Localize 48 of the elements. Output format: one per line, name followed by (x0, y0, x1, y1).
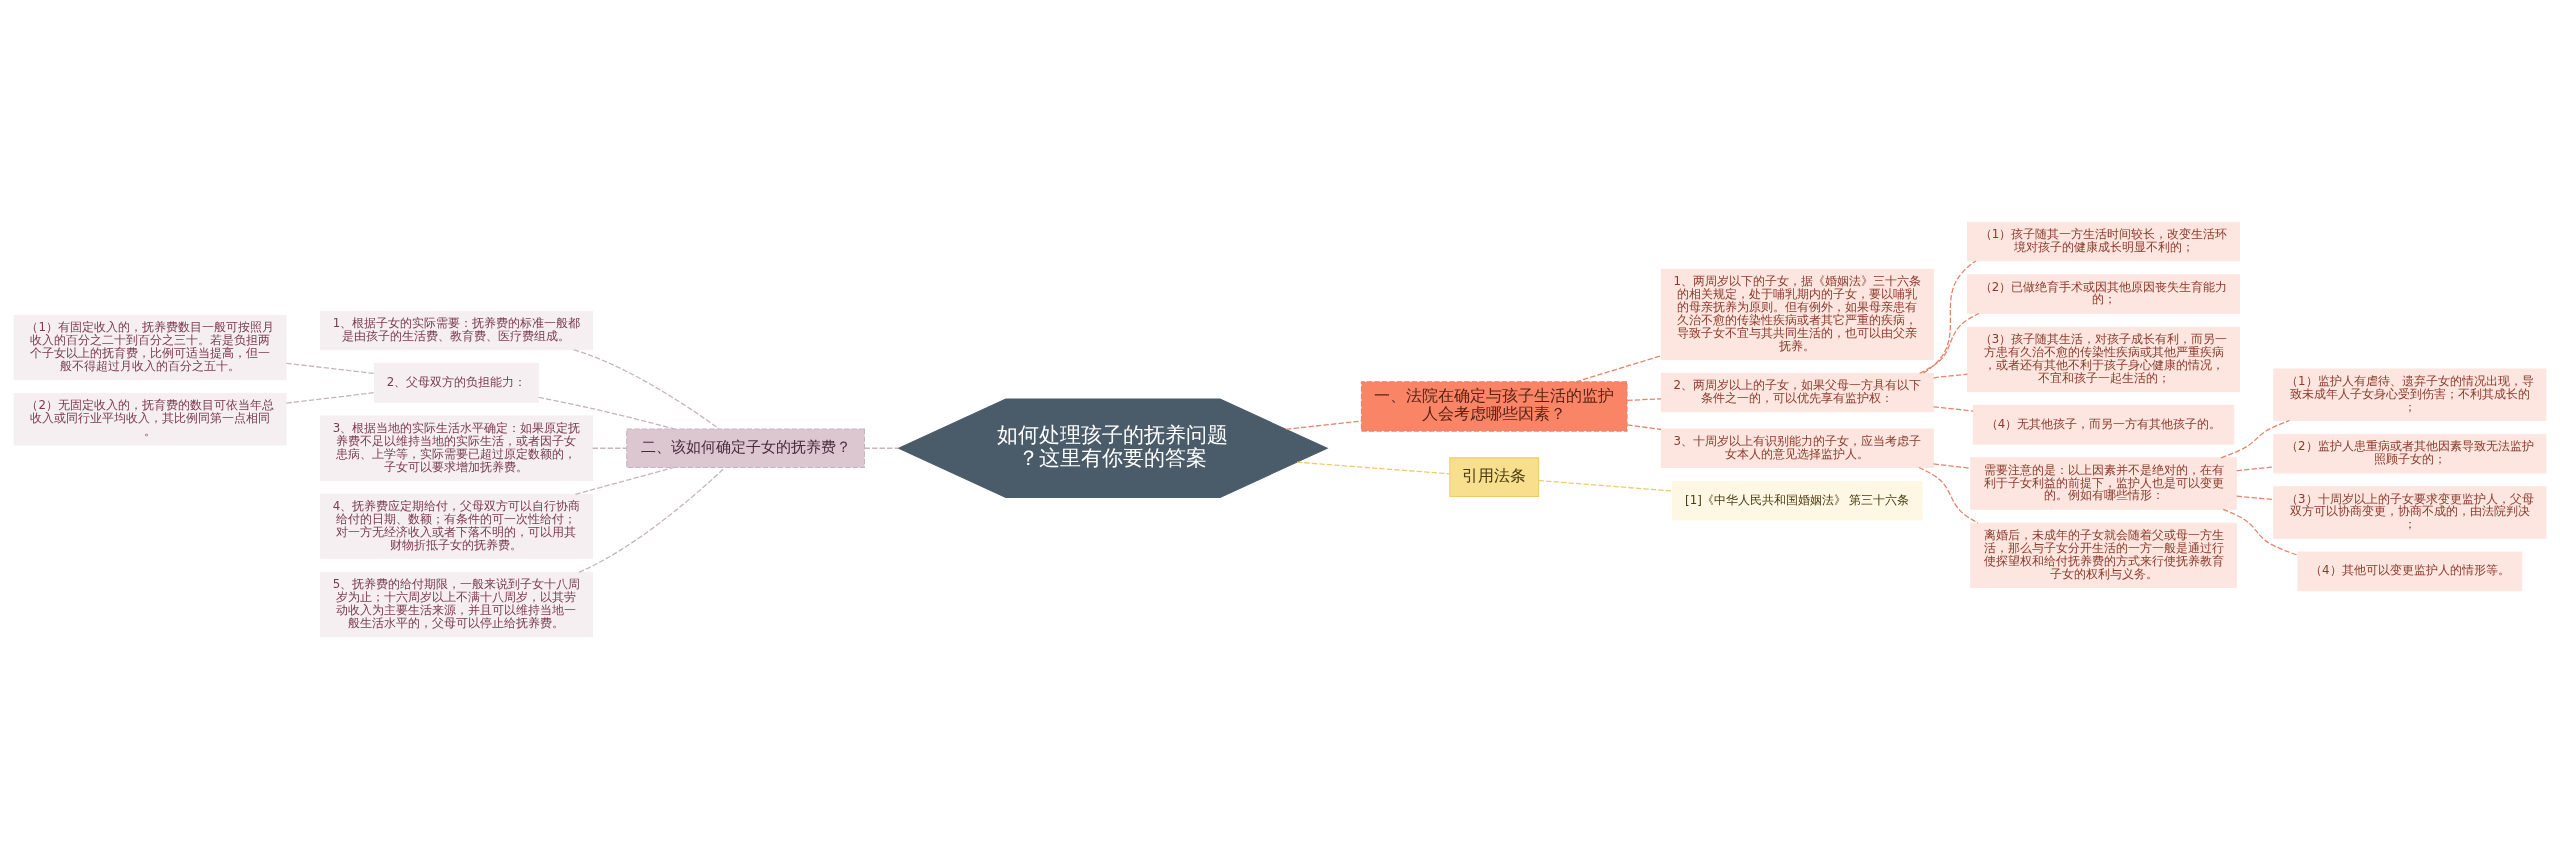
node-box: （3）十周岁以上的子女要求变更监护人，父母双方可以协商变更，协商不成的，由法院判决； (2273, 485, 2547, 539)
node-box: （2）已做绝育手术或因其他原因丧失生育能力的； (1967, 273, 2241, 314)
connector (2236, 495, 2275, 500)
connector (1932, 372, 1969, 378)
node-box: （1）孩子随其一方生活时间较长，改变生活环境对孩子的健康成长明显不利的； (1967, 221, 2241, 261)
connector (1285, 419, 1362, 430)
node-box: （4）其他可以变更监护人的情形等。 (2297, 551, 2523, 591)
node-box: 一、法院在确定与孩子生活的监护人会考虑哪些因素？ (1360, 380, 1628, 432)
node-box: 1、两周岁以下的子女，据《婚姻法》三十六条的相关规定，处于哺乳期内的子女，要以哺乳的母亲抚养为原则。但有例外，如果母亲患有久治不愈的传染性疾病或者其它严重的疾病，导致子女不宜与其共同生活的，也可以由父亲抚养。 (1660, 268, 1934, 360)
node-box: 二、该如何确定子女的抚养费？ (626, 427, 865, 468)
connector (574, 466, 675, 495)
node-box: 4、抚养费应定期给付，父母双方可以自行协商给付的日期、数额；有条件的可一次性给付；对一方无经济收入或者下落不明的，可以用其财物折抵子女的抚养费。 (319, 493, 593, 559)
node-box: 引用法条 (1449, 456, 1540, 497)
node-box: 2、父母双方的负担能力： (374, 362, 539, 403)
node-box: （3）孩子随其生活，对孩子成长有利，而另一方患有久治不愈的传染性疾病或其他严重疾病，或者还有其他不利于孩子身心健康的情况，不宜和孩子一起生活的； (1967, 326, 2241, 392)
connector (864, 447, 900, 449)
connector (1932, 405, 1974, 412)
connector (2222, 508, 2299, 556)
connector (1922, 259, 1977, 374)
node-box: 1、根据子女的实际需要：抚养费的标准一般都是由孩子的生活费、教育费、医疗费组成。 (319, 310, 593, 350)
node-box: （1）有固定收入的，抚养费数目一般可按照月收入的百分之二十到百分之三十。若是负担两个子女以上的抚育费，比例可适当提高，但一般不得超过月收入的百分之五十。 (13, 314, 287, 380)
node-box: [1]《中华人民共和国婚姻法》 第三十六条 (1672, 480, 1923, 521)
node-box: （4）无其他孩子，而另一方有其他孩子的。 (1972, 404, 2235, 444)
node-box: 3、根据当地的实际生活水平确定：如果原定抚养费不足以维持当地的实际生活，或者因子女患病、上学等，实际需要已超过原定数额的，子女可以要求增加抚养费。 (319, 415, 593, 481)
connector (1296, 461, 1451, 474)
connector (2220, 419, 2291, 458)
node-box: 2、两周岁以上的子女，如果父母一方具有以下条件之一的，可以优先享有监护权： (1660, 372, 1934, 412)
node-box: （2）监护人患重病或者其他因素导致无法监护照顾子女的； (2273, 433, 2547, 473)
connector (1919, 312, 1980, 374)
connector (285, 362, 375, 374)
connector (1626, 423, 1662, 430)
connector (578, 466, 726, 573)
connector (591, 447, 628, 449)
node-box: 5、抚养费的给付期限，一般来说到子女十八周岁为止；十六周岁以上不满十八周岁，以其劳动收入为主要生活来源，并且可以维持当地一般生活水平的，父母可以停止给抚养费。 (319, 571, 593, 637)
connector (573, 348, 720, 430)
node-box: （2）无固定收入的，抚育费的数目可依当年总收入或同行业平均收入，其比例同第一点相同。 (13, 392, 287, 446)
connector (1626, 397, 1662, 401)
connector (285, 391, 375, 404)
node-box: （1）监护人有虐待、遗弃子女的情况出现，导致未成年人子女身心受到伤害；不利其成长的； (2273, 367, 2547, 421)
node-box: 3、十周岁以上有识别能力的子女，应当考虑子女本人的意见选择监护人。 (1660, 427, 1934, 468)
node-box: 需要注意的是：以上因素并不是绝对的，在有利于子女利益的前提下，监护人也是可以变更的。例如有哪些情形： (1970, 456, 2237, 510)
connector (1538, 479, 1674, 492)
connector (2236, 465, 2275, 471)
node-box: 离婚后，未成年的子女就会随着父或母一方生活，那么与子女分开生活的一方一般是通过行使探望权和给付抚养费的方式来行使抚养教育子女的权利与义务。 (1970, 522, 2237, 588)
connector (1918, 466, 1979, 524)
connector (1932, 462, 1972, 469)
connector (1575, 354, 1662, 382)
connector (538, 396, 675, 430)
